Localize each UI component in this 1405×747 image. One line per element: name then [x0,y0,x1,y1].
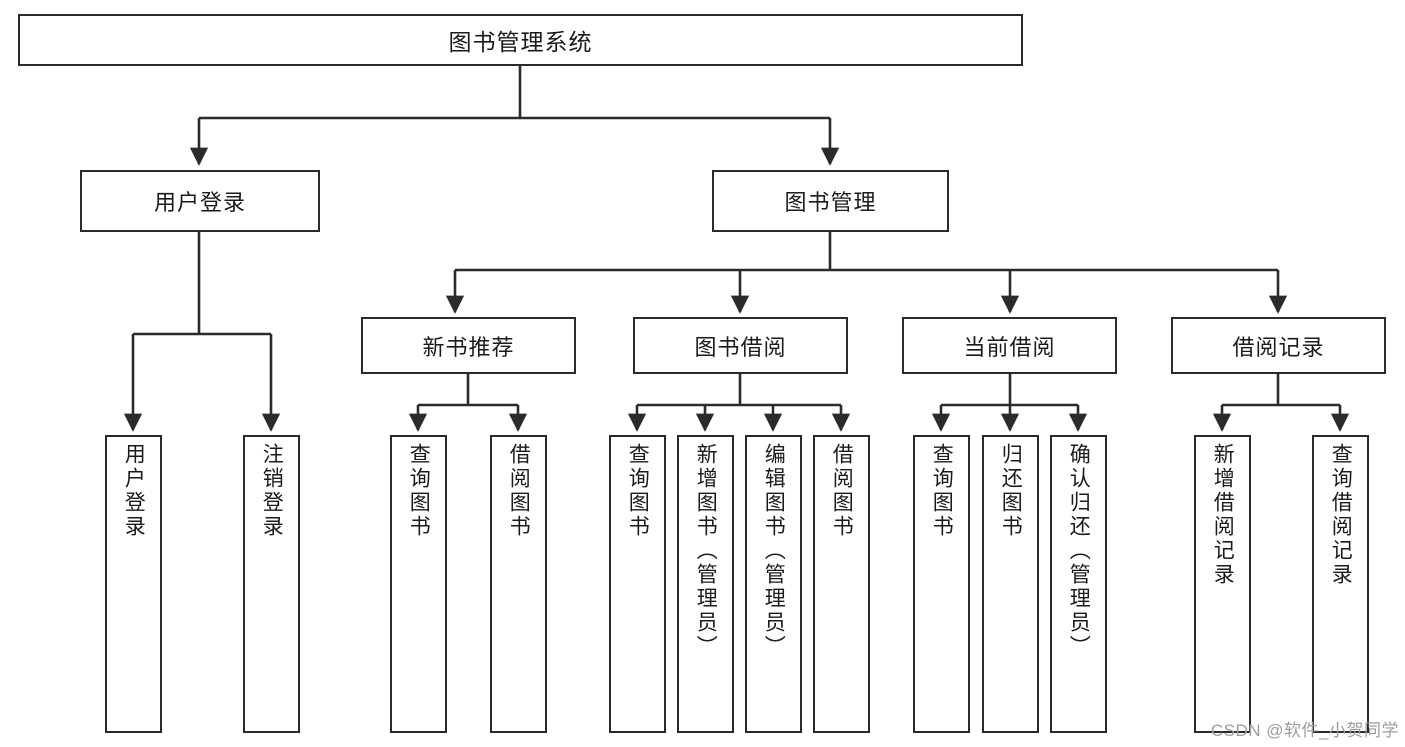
node-new-book-recommend[interactable]: 新书推荐 [361,317,576,374]
node-leaf-return-book[interactable]: 归还图书 [982,435,1039,733]
node-leaf-borrow-book-1-label: 借阅图书 [507,443,531,539]
node-user-login-label: 用户登录 [153,190,246,215]
node-leaf-query-book-3[interactable]: 查询图书 [913,435,970,733]
watermark: CSDN @软件_小贺同学 [1210,721,1399,740]
node-book-manage[interactable]: 图书管理 [712,170,949,232]
node-leaf-query-record[interactable]: 查询借阅记录 [1312,435,1369,733]
node-borrow-record[interactable]: 借阅记录 [1171,317,1386,374]
node-leaf-edit-book[interactable]: 编辑图书（管理员） [745,435,802,733]
node-leaf-add-book[interactable]: 新增图书（管理员） [677,435,734,733]
node-current-borrow-label: 当前借阅 [963,334,1056,360]
node-leaf-query-book-2-label: 查询图书 [626,443,650,539]
node-leaf-logout[interactable]: 注销登录 [243,435,300,733]
node-book-borrow-label: 图书借阅 [694,334,787,360]
node-leaf-query-book-1[interactable]: 查询图书 [390,435,447,733]
node-leaf-borrow-book-1[interactable]: 借阅图书 [490,435,547,733]
node-leaf-borrow-book-2-label: 借阅图书 [830,443,854,539]
node-book-manage-label: 图书管理 [784,190,877,215]
node-leaf-query-book-2[interactable]: 查询图书 [609,435,666,733]
node-leaf-query-record-label: 查询借阅记录 [1329,443,1353,587]
node-leaf-user-login[interactable]: 用户登录 [105,435,162,733]
node-leaf-confirm-return[interactable]: 确认归还（管理员） [1050,435,1107,733]
node-leaf-confirm-return-label: 确认归还（管理员） [1067,443,1091,659]
node-new-book-recommend-label: 新书推荐 [422,334,515,360]
node-leaf-return-book-label: 归还图书 [999,443,1023,539]
node-leaf-borrow-book-2[interactable]: 借阅图书 [813,435,870,733]
node-leaf-query-book-3-label: 查询图书 [930,443,954,539]
node-borrow-record-label: 借阅记录 [1232,334,1325,360]
node-user-login[interactable]: 用户登录 [80,170,320,232]
node-current-borrow[interactable]: 当前借阅 [902,317,1117,374]
node-leaf-query-book-1-label: 查询图书 [407,443,431,539]
node-leaf-add-record[interactable]: 新增借阅记录 [1194,435,1251,733]
node-leaf-edit-book-label: 编辑图书（管理员） [762,443,786,659]
node-leaf-add-book-label: 新增图书（管理员） [694,443,718,659]
node-root[interactable]: 图书管理系统 [18,14,1023,66]
node-book-borrow[interactable]: 图书借阅 [633,317,848,374]
node-root-label: 图书管理系统 [448,29,593,55]
node-leaf-user-login-label: 用户登录 [122,443,146,539]
node-leaf-add-record-label: 新增借阅记录 [1211,443,1235,587]
node-leaf-logout-label: 注销登录 [260,443,284,539]
